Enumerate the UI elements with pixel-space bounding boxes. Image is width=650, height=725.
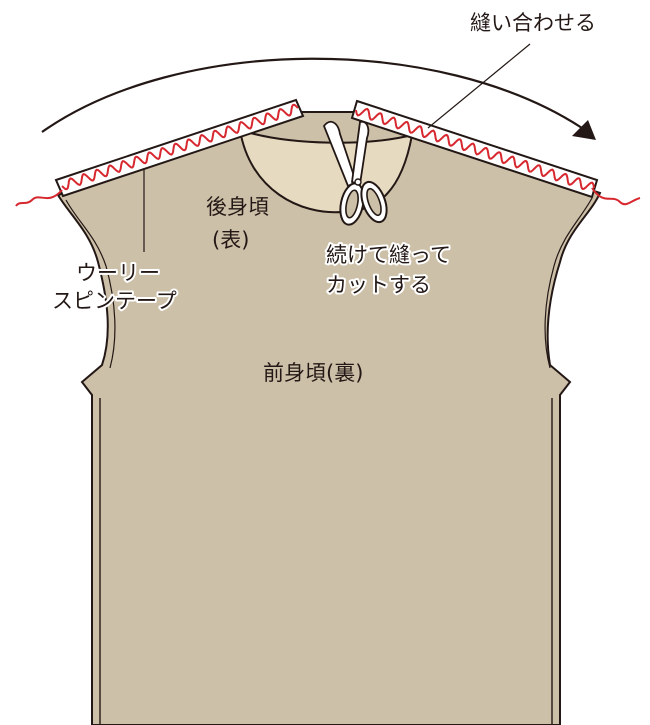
curved-arrow-icon (41, 57, 583, 133)
leader-sew-together (427, 43, 531, 129)
label-sew-together: 縫い合わせる (470, 11, 596, 35)
stitch-tail-left (15, 189, 63, 207)
overlock-stitch-left (61, 103, 299, 191)
label-front-bodice: 前身頃(裏) (263, 361, 363, 385)
armhole-edge-right (544, 197, 593, 369)
arrow-head (572, 120, 596, 140)
label-back-bodice-side: (表) (212, 228, 249, 252)
label-tape-type: スピンテープ (52, 289, 177, 313)
stitch-tail-right (591, 187, 641, 206)
label-continue-sew: 続けて縫って (326, 243, 451, 267)
label-cut: カットする (326, 273, 431, 297)
armhole-edge-left (65, 199, 116, 369)
label-back-bodice: 後身頃 (206, 195, 269, 219)
label-tape-name: ウーリー (76, 261, 160, 285)
front-bodice-shape (56, 111, 602, 725)
scissors-icon (322, 120, 388, 226)
overlock-stitch-right (355, 107, 595, 191)
